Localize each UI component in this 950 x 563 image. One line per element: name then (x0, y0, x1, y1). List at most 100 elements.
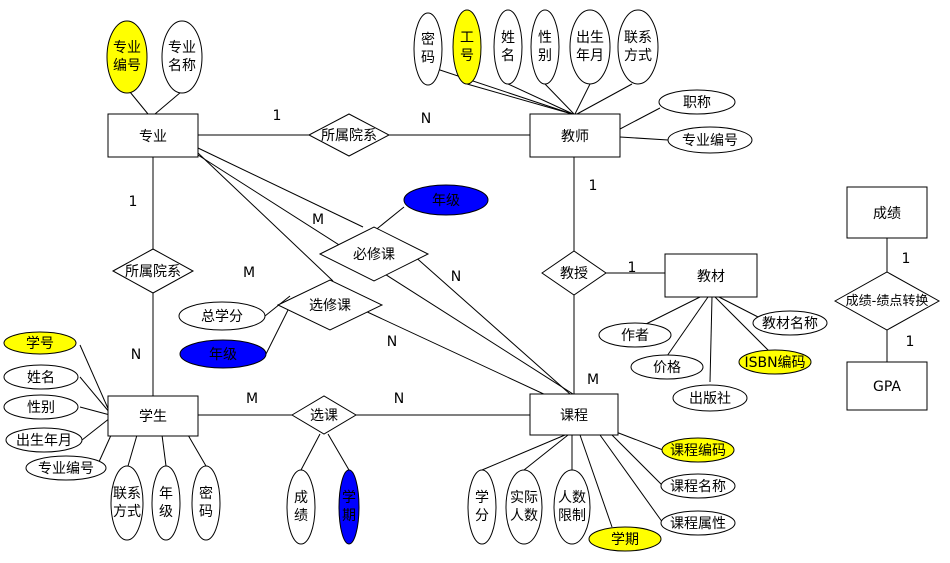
attr-course-name[interactable]: 课程名称 (660, 473, 736, 499)
attr-course-prop[interactable]: 课程属性 (660, 510, 736, 536)
entity-label: 学生 (139, 409, 167, 425)
svg-text:姓名: 姓名 (27, 370, 55, 386)
relationship-label: 所属院系 (321, 128, 377, 144)
line-elective-course (362, 309, 549, 397)
line-attr (709, 296, 713, 383)
attr-book-name[interactable]: 教材名称 (752, 310, 828, 336)
attr-total-credits[interactable]: 总学分 (178, 301, 266, 331)
cardinality-label: M (587, 372, 599, 388)
relationships: 所属院系 所属院系 必修课 选修课 教授 选课 成绩-绩点转换 (111, 113, 941, 435)
svg-text:密: 密 (421, 31, 435, 48)
line-attr (129, 91, 149, 115)
svg-text:性: 性 (538, 30, 552, 46)
attr-student-gender[interactable]: 性别 (3, 394, 79, 420)
attr-teacher-title[interactable]: 职称 (658, 89, 736, 115)
relationship-label: 所属院系 (125, 264, 181, 280)
cardinality-label: N (451, 269, 461, 285)
line-attr (619, 107, 661, 130)
relationship-required[interactable]: 必修课 (318, 226, 430, 282)
entity-course[interactable]: 课程 (529, 393, 619, 436)
cardinality-label: N (131, 347, 141, 363)
svg-text:码: 码 (421, 50, 435, 66)
attr-select-grade[interactable]: 成 绩 (286, 469, 316, 545)
relationship-dept-teacher[interactable]: 所属院系 (307, 113, 391, 157)
cardinality-label: 1 (628, 260, 637, 276)
svg-text:成: 成 (294, 490, 308, 506)
attr-student-major-code[interactable]: 专业编号 (25, 455, 107, 481)
attr-elective-year[interactable]: 年级 (179, 339, 267, 369)
svg-text:职称: 职称 (683, 95, 711, 111)
attr-teacher-contact[interactable]: 联系 方式 (617, 9, 659, 85)
entity-grade[interactable]: 成绩 (846, 186, 928, 239)
svg-text:密: 密 (199, 485, 213, 502)
svg-text:学期: 学期 (611, 532, 639, 548)
attr-student-year[interactable]: 年 级 (151, 465, 181, 541)
attr-book-publisher[interactable]: 出版社 (672, 384, 748, 412)
attr-teacher-password[interactable]: 密 码 (413, 12, 443, 86)
attr-book-isbn[interactable]: ISBN编码 (738, 349, 812, 375)
svg-text:年级: 年级 (432, 193, 460, 209)
line-attr (716, 295, 761, 319)
svg-text:分: 分 (475, 508, 489, 524)
entity-student[interactable]: 学生 (107, 395, 199, 437)
svg-text:年级: 年级 (209, 347, 237, 363)
attr-teacher-name[interactable]: 姓 名 (493, 9, 523, 85)
svg-text:名: 名 (501, 48, 515, 64)
relationship-label: 必修课 (353, 247, 395, 263)
svg-text:课程名称: 课程名称 (670, 479, 726, 495)
svg-text:课程编码: 课程编码 (670, 443, 726, 459)
svg-text:总学分: 总学分 (201, 309, 243, 325)
attr-major-code[interactable]: 专业 编号 (106, 20, 148, 94)
svg-text:年: 年 (159, 486, 173, 502)
line-required-course (411, 253, 571, 395)
attr-student-name[interactable]: 姓名 (3, 364, 79, 390)
entity-major[interactable]: 专业 (107, 113, 199, 158)
svg-text:绩: 绩 (294, 508, 308, 524)
attr-student-password[interactable]: 密 码 (191, 465, 221, 541)
cardinality-label: M (246, 391, 258, 407)
attr-teacher-birth[interactable]: 出生 年月 (569, 9, 611, 85)
entity-textbook[interactable]: 教材 (664, 253, 758, 298)
line-attr (79, 344, 111, 414)
relationship-dept-student[interactable]: 所属院系 (111, 248, 195, 294)
attr-teacher-gender[interactable]: 性 别 (530, 9, 560, 85)
svg-text:方式: 方式 (624, 48, 652, 64)
entity-teacher[interactable]: 教师 (529, 113, 621, 158)
line-attr (97, 432, 113, 465)
attr-student-contact[interactable]: 联系 方式 (110, 465, 144, 541)
svg-text:专业编号: 专业编号 (682, 133, 738, 149)
attr-course-credit[interactable]: 学 分 (467, 469, 497, 545)
attr-teacher-major-code[interactable]: 专业编号 (667, 126, 753, 154)
attr-course-code[interactable]: 课程编码 (661, 437, 735, 463)
attr-student-birth[interactable]: 出生年月 (5, 427, 83, 453)
cardinality-label: 1 (273, 108, 282, 124)
attr-student-id[interactable]: 学号 (3, 331, 77, 355)
line-attr (615, 431, 664, 451)
attributes: 专业 编号 专业 名称 密 码 工 号 姓 名 性 别 (3, 9, 828, 552)
line-attr (523, 434, 569, 471)
relationship-label: 选课 (310, 408, 338, 424)
attr-course-limit[interactable]: 人数 限制 (553, 469, 591, 545)
attr-required-year[interactable]: 年级 (403, 184, 489, 216)
attr-course-term[interactable]: 学期 (588, 526, 662, 552)
entity-gpa[interactable]: GPA (846, 361, 928, 411)
attr-major-name[interactable]: 专业 名称 (161, 20, 203, 94)
relationship-select[interactable]: 选课 (291, 395, 357, 435)
line-attr (643, 296, 701, 326)
svg-text:教材名称: 教材名称 (762, 316, 818, 332)
attr-book-author[interactable]: 作者 (598, 322, 672, 348)
attr-book-price[interactable]: 价格 (630, 354, 704, 380)
attr-select-term[interactable]: 学 期 (338, 469, 360, 545)
relationship-teach[interactable]: 教授 (541, 250, 607, 296)
relationship-elective[interactable]: 选修课 (276, 279, 384, 331)
attr-course-actual[interactable]: 实际 人数 (505, 469, 543, 545)
relationship-convert[interactable]: 成绩-绩点转换 (833, 271, 941, 331)
svg-text:别: 别 (538, 48, 552, 64)
svg-text:方式: 方式 (113, 504, 141, 520)
line-attr (79, 406, 111, 416)
svg-text:学: 学 (475, 490, 489, 506)
attr-teacher-id[interactable]: 工 号 (452, 9, 482, 85)
line-attr (466, 83, 573, 115)
line-attr (81, 417, 111, 441)
cardinality-label: 1 (129, 194, 138, 210)
